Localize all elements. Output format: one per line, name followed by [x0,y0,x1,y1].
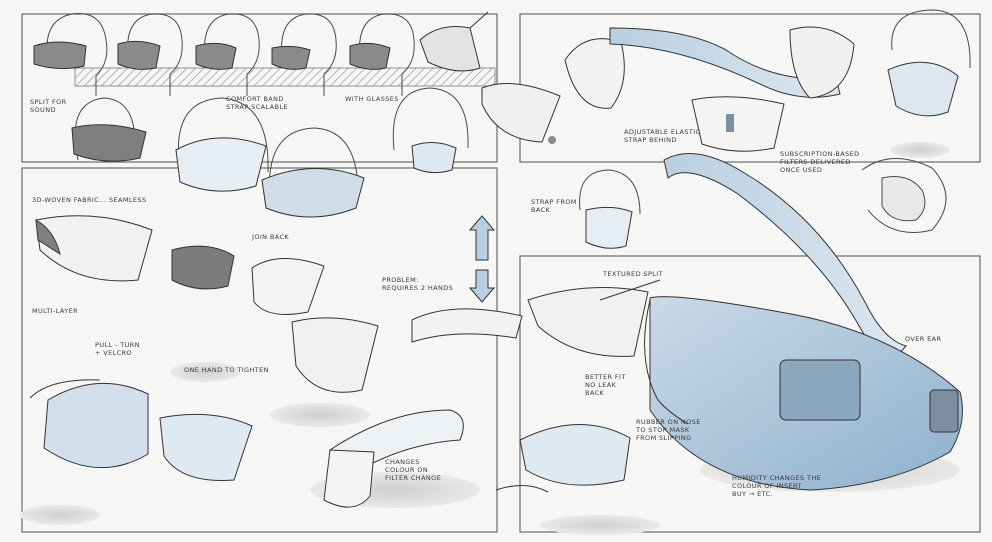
head-profile-row [33,11,496,96]
note-textured-split: Textured split [603,270,663,278]
right-mid-sketches [495,169,661,493]
note-strap-from-back: Strap from back [531,198,577,215]
note-with-glasses: with glasses [345,95,399,103]
note-split-for-sound: Split for sound [30,98,67,115]
note-woven-fabric: 3D-woven fabric... seamless [32,196,147,204]
note-humidity-changes: Humidity changes the colour of insert bu… [732,474,822,499]
headband-with-filter [310,409,480,508]
foam-mask-topview [481,83,561,144]
cast-shadows [20,142,950,535]
note-rubber-on-nose: Rubber on nose to stop mask from slippin… [636,418,701,443]
note-comfort-band: Comfort band strap scalable [226,95,288,112]
note-join-back: Join back [252,233,290,241]
note-subscription-filters: Subscription-based filters delivered onc… [780,150,860,175]
left-mid-masks [29,215,379,481]
note-pull-turn-velcro: Pull - turn + velcro [95,341,140,358]
note-changes-colour: Changes colour on filter change [385,458,442,483]
note-better-fit: Better fit no leak back [585,373,626,398]
hero-blue-mask [644,153,963,492]
note-problem-two-hands: Problem: requires 2 hands [382,276,454,293]
front-masks [71,124,457,218]
arm-adjust-arrows [411,215,523,343]
note-over-ear: Over ear [905,335,942,343]
note-one-hand-tighten: One hand to tighten [184,366,269,374]
top-right-masks [564,9,971,152]
hand-with-filter [861,158,947,233]
note-multi-layer: Multi-layer [32,307,79,315]
note-adjustable-strap: Adjustable elastic strap behind [624,128,701,145]
